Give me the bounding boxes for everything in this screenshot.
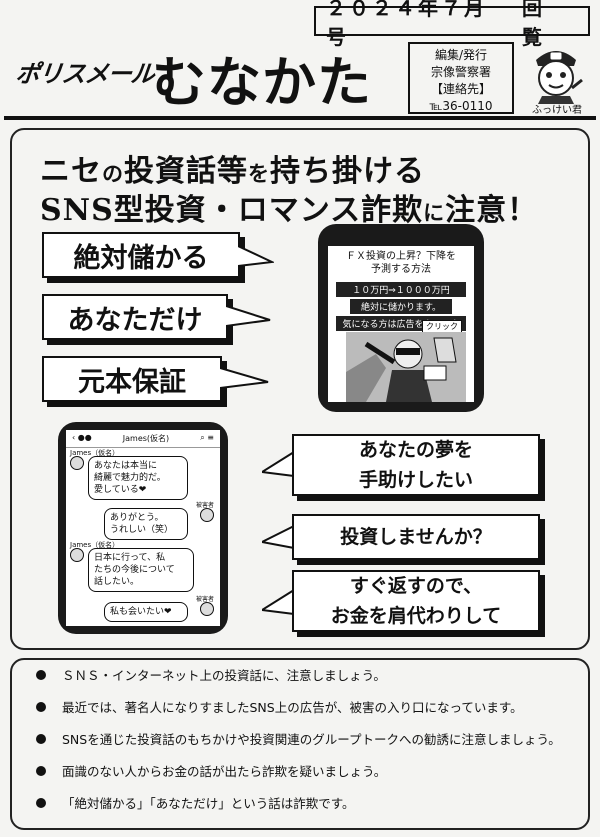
bubble-tail-icon [262,589,295,615]
ad-title-line: 予測する方法 [371,264,431,275]
man-with-money-icon [346,332,466,402]
bullet-icon [36,669,46,680]
tip-text: 「絶対儲かる」「あなただけ」という話は詐欺です。 [62,796,355,811]
chat-message: あなたは本当に 綺麗で魅力的だ。 愛している❤ [88,456,188,500]
bubble-text: あなただけ [67,304,203,336]
brand-name: ポリスメール [14,60,156,88]
contact-line: 宗像警察署 [430,65,491,79]
bullet-icon [36,733,46,744]
ad-title-line: ＦＸ投資の上昇？下降を [346,251,456,262]
speech-bubble: 絶対儲かる [42,232,240,278]
chat-line: うれしい（笑） [110,525,174,535]
chat-sender-tag: James（仮名） [70,541,120,549]
headline-line-2: SNS型投資・ロマンス詐欺に注意！ [40,185,538,229]
speech-bubble: 元本保証 [42,356,222,402]
chat-header: ‹ ●● James(仮名) ⌕ ≡ [66,430,220,448]
speech-bubble: すぐ返すので、 お金を肩代わりして [292,570,540,632]
chat-line: 日本に行って、私 [94,553,166,563]
chat-contact-name: James(仮名) [122,434,170,443]
speech-bubble: 投資しませんか？ [292,514,540,560]
list-item: ＳＮＳ・インターネット上の投資話に、注意しましょう。 [36,665,386,684]
ad-strip: １０万円⇒１０００万円 [336,282,466,297]
bubble-tail-icon [238,245,274,267]
contact-line: 編集/発行 [434,48,488,62]
main-frame [10,128,590,650]
menu-icon[interactable]: ⌕ ≡ [200,433,214,442]
speech-bubble: あなただけ [42,294,228,340]
mascot-name: ふっけい君 [532,105,582,116]
tips-box [10,658,590,830]
list-item: 最近では、著名人になりすましたSNS上の広告が、被害の入り口になっています。 [36,697,523,716]
headline-text: に [423,200,446,225]
chat-line: 愛している❤ [94,485,147,495]
bubble-text: 手助けしたい [358,469,473,491]
victim-tag: 被害者 [196,596,215,603]
bubble-tail-icon [226,305,271,327]
contact-box: 編集/発行 宗像警察署 【連絡先】 ℡36-0110 [408,42,514,114]
bubble-text: 元本保証 [78,366,186,398]
chat-sender-tag: James（仮名） [70,449,120,457]
list-item: 面識のない人からお金の話が出たら詐欺を疑いましょう。 [36,761,386,780]
avatar [200,508,214,522]
bubble-text: お金を肩代わりして [330,605,502,627]
chat-line: 綺麗で魅力的だ。 [94,473,166,483]
issue-date: ２０２４年７月号 [326,0,487,49]
avatar [200,602,214,616]
chat-line: 話したい。 [94,577,140,587]
headline-text: の [102,161,124,186]
ad-title: ＦＸ投資の上昇？下降を 予測する方法 [328,250,474,276]
headline-text: SNS型投資・ロマンス詐欺 [40,193,424,228]
headline-text: 投資話等 [124,154,248,189]
city-title: むなかた [152,51,372,114]
contact-line: 【連絡先】 [430,82,491,96]
police-mascot-icon [536,51,583,104]
headline-text: ニセ [40,154,102,189]
avatar [70,456,84,470]
bullet-icon [36,765,46,776]
list-item: SNSを通じた投資話のもちかけや投資関連のグループトークへの勧誘に注意しましょう… [36,729,561,748]
back-icon[interactable]: ‹ ●● [72,433,92,442]
chat-message: 私も会いたい❤ [104,602,188,622]
chat-message: 日本に行って、私 たちの今後について 話したい。 [88,548,194,592]
victim-tag: 被害者 [196,502,215,509]
headline-line-1: ニセの投資話等を持ち掛ける [40,146,425,190]
ad-phone: ＦＸ投資の上昇？下降を 予測する方法 １０万円⇒１０００万円 絶対に儲かります。… [318,224,484,412]
circulation-label: 回覧 [522,0,568,49]
chat-line: ありがとう。 [110,513,164,523]
bubble-text: あなたの夢を [358,439,473,461]
contact-line: ℡36-0110 [429,99,493,113]
bullet-icon [36,797,46,808]
speech-bubble: あなたの夢を 手助けしたい [292,434,540,496]
headline-text: を [248,161,270,186]
chat-line: たちの今後について [94,565,175,575]
bubble-tail-icon [220,367,269,389]
avatar [70,548,84,562]
bubble-tail-icon [262,451,295,477]
chat-message: ありがとう。 うれしい（笑） [104,508,188,540]
masthead-rule [4,116,596,120]
chat-line: あなたは本当に [94,461,158,471]
list-item: 「絶対儲かる」「あなただけ」という話は詐欺です。 [36,793,355,812]
chat-phone: ‹ ●● James(仮名) ⌕ ≡ James（仮名） あなたは本当に 綺麗で… [58,422,228,634]
tip-text: ＳＮＳ・インターネット上の投資話に、注意しましょう。 [62,668,386,683]
tip-text: 最近では、著名人になりすましたSNS上の広告が、被害の入り口になっています。 [62,700,523,715]
tip-text: 面識のない人からお金の話が出たら詐欺を疑いましょう。 [62,764,387,779]
issue-box: ２０２４年７月号 回覧 [314,0,590,49]
headline-text: 注意！ [445,193,539,228]
tip-text: SNSを通じた投資話のもちかけや投資関連のグループトークへの勧誘に注意しましょう… [62,732,561,747]
headline-text: 持ち掛ける [270,154,425,189]
ad-phone-screen: ＦＸ投資の上昇？下降を 予測する方法 １０万円⇒１０００万円 絶対に儲かります。… [328,246,474,402]
bubble-text: 投資しませんか？ [340,526,492,548]
bubble-text: 絶対儲かる [73,242,209,274]
bubble-tail-icon [262,525,295,549]
chat-phone-screen: ‹ ●● James(仮名) ⌕ ≡ James（仮名） あなたは本当に 綺麗で… [66,430,220,626]
bubble-text: すぐ返すので、 [349,575,483,597]
ad-strip: 絶対に儲かります。 [350,299,452,314]
bullet-icon [36,701,46,712]
